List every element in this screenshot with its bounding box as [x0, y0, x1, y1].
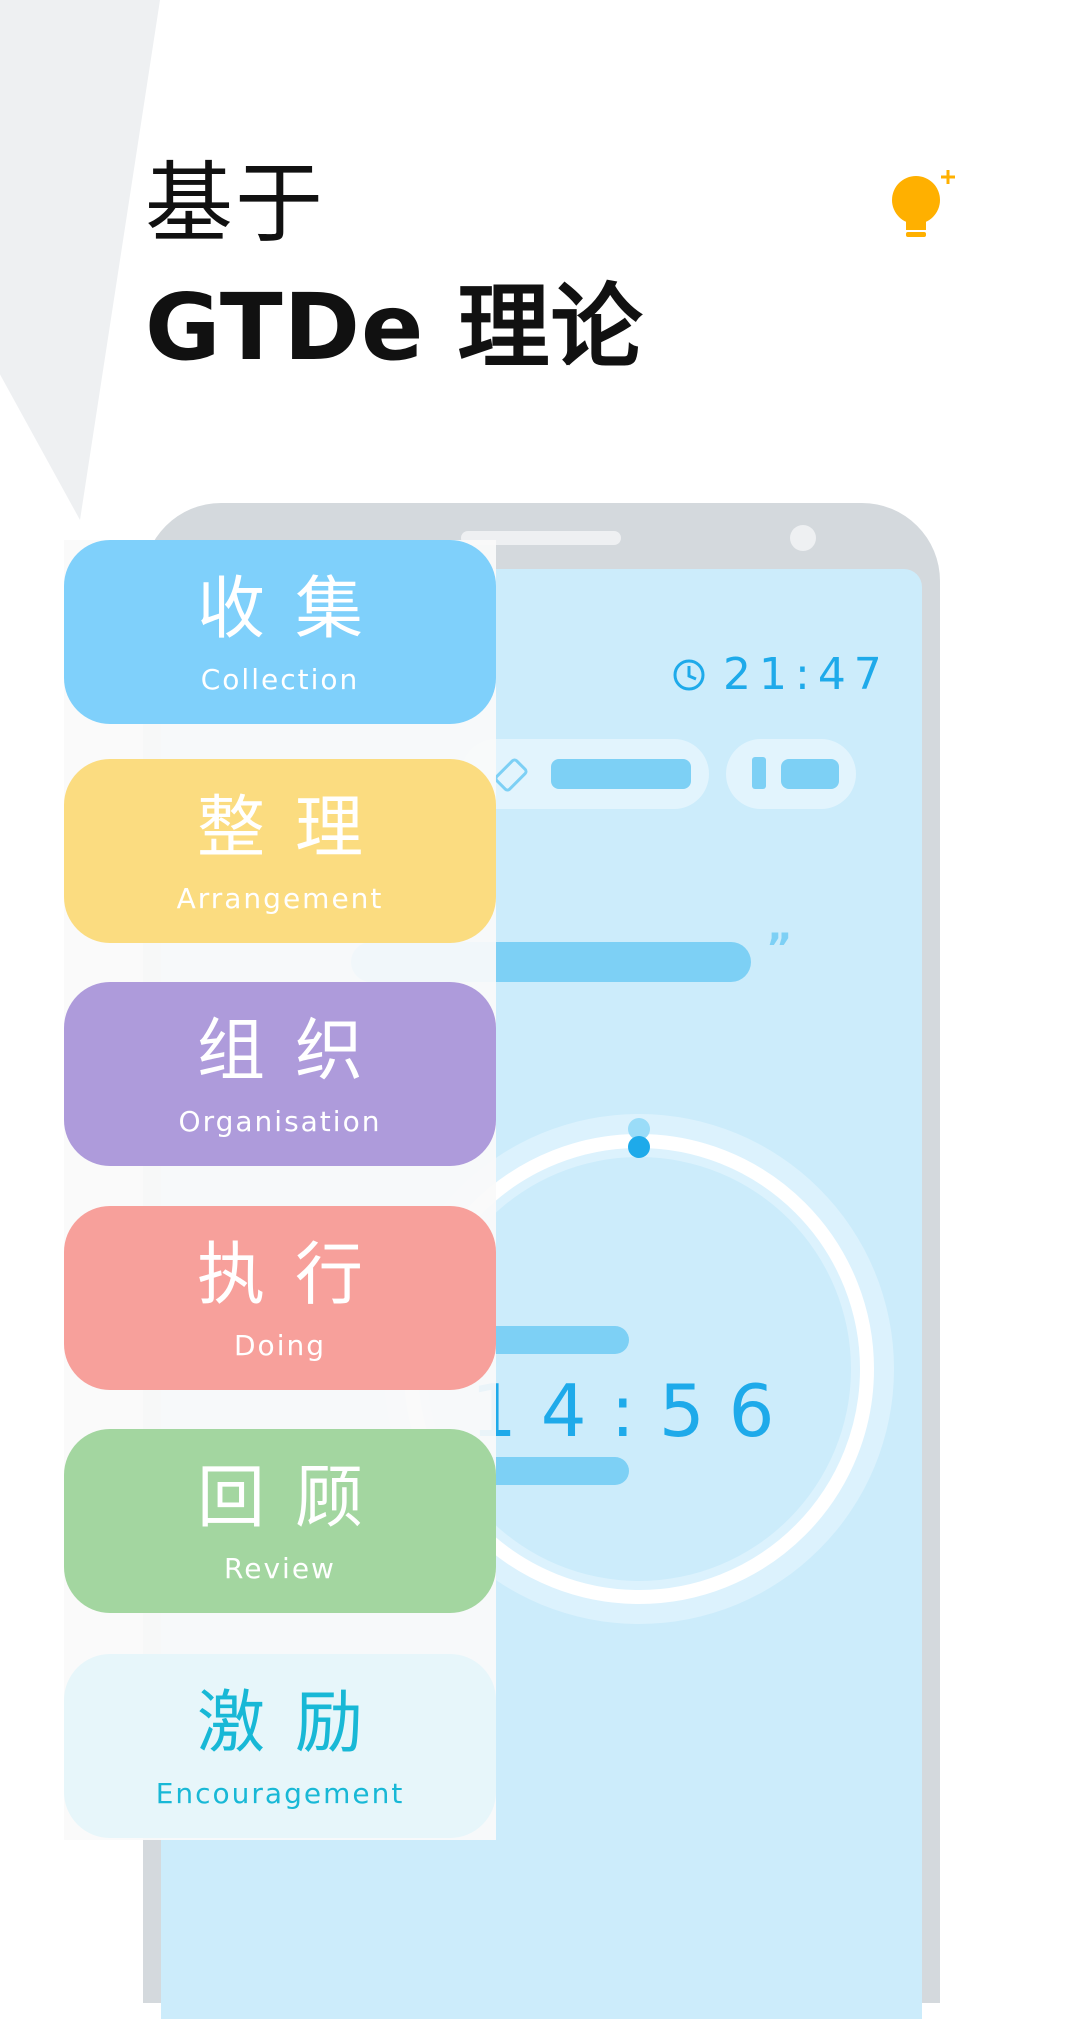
- battery-pill[interactable]: [726, 739, 856, 809]
- screen-rotation-icon: [494, 758, 528, 792]
- battery-bar: [781, 759, 839, 789]
- background-shape: [0, 0, 160, 520]
- phone-speaker: [461, 531, 621, 545]
- clock-icon: [673, 659, 705, 690]
- headline-line1: 基于: [145, 152, 326, 255]
- card-title-en: Organisation: [178, 1105, 382, 1138]
- timer-text: 14:56: [471, 1369, 799, 1453]
- cards-panel: [64, 540, 496, 1840]
- rotation-pill[interactable]: [461, 739, 709, 809]
- time-text: 21:47: [723, 649, 890, 700]
- card-title-en: Doing: [234, 1329, 326, 1362]
- card-title-cn: 执行: [196, 1236, 393, 1315]
- quote-mark: ”: [766, 926, 793, 972]
- card-title-cn: 激励: [196, 1684, 393, 1763]
- timer-top-bar: [479, 1326, 629, 1354]
- card-review[interactable]: 回顾 Review: [64, 1429, 496, 1613]
- lightbulb-icon: [892, 170, 955, 237]
- battery-icon: [752, 757, 766, 789]
- card-title-cn: 整理: [196, 789, 393, 868]
- headline: 基于 GTDe 理论: [145, 160, 643, 374]
- card-title-cn: 收集: [196, 570, 393, 649]
- card-doing[interactable]: 执行 Doing: [64, 1206, 496, 1390]
- card-title-en: Collection: [200, 663, 360, 696]
- headline-line2: GTDe 理论: [145, 274, 644, 381]
- card-title-en: Review: [224, 1552, 336, 1585]
- card-organisation[interactable]: 组织 Organisation: [64, 982, 496, 1166]
- card-title-en: Encouragement: [155, 1777, 405, 1810]
- status-time: 21:47: [671, 649, 890, 700]
- phone-camera: [790, 525, 816, 551]
- card-title-cn: 回顾: [196, 1459, 393, 1538]
- card-title-cn: 组织: [196, 1012, 393, 1091]
- card-arrangement[interactable]: 整理 Arrangement: [64, 759, 496, 943]
- card-encouragement[interactable]: 激励 Encouragement: [64, 1654, 496, 1838]
- rotation-bar: [551, 759, 691, 789]
- timer-bottom-bar: [479, 1457, 629, 1485]
- card-title-en: Arrangement: [176, 882, 384, 915]
- card-collection[interactable]: 收集 Collection: [64, 540, 496, 724]
